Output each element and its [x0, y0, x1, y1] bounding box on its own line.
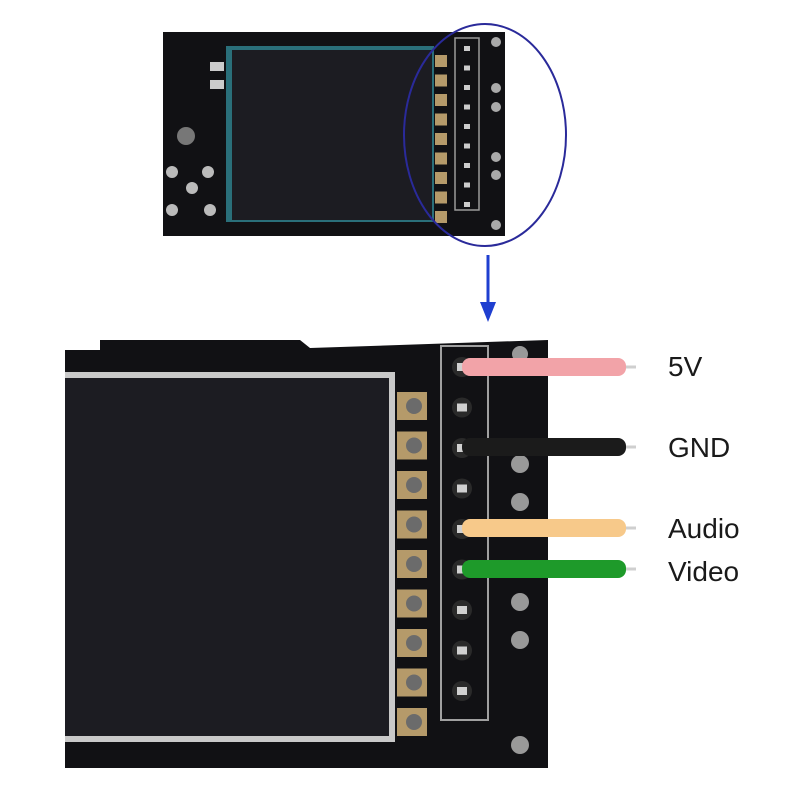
solder-pad [435, 152, 447, 165]
wire-video [462, 560, 636, 578]
solder-point [186, 182, 198, 194]
overview-screen [232, 50, 432, 220]
header-pin-tip [457, 403, 467, 412]
overview-board [163, 32, 505, 236]
label-5v: 5V [668, 351, 703, 382]
header-pin-tip [457, 606, 467, 614]
solder-point [511, 736, 529, 754]
label-audio: Audio [668, 513, 740, 544]
solder-point [166, 166, 178, 178]
solder-point [491, 37, 501, 47]
solder-pad-center [406, 516, 422, 533]
smd-component [210, 80, 224, 89]
header-pin-tip [457, 646, 467, 655]
solder-pad-center [406, 437, 422, 454]
zoomed-board [65, 340, 548, 768]
solder-pad [435, 74, 447, 87]
wire-5v [462, 358, 636, 376]
header-pin [464, 124, 470, 129]
solder-point [166, 204, 178, 216]
solder-pad [435, 94, 447, 106]
header-pin [464, 46, 470, 51]
solder-point [491, 170, 501, 180]
zoom-arrow-icon [480, 255, 496, 322]
header-pin [464, 104, 470, 110]
header-pin [464, 182, 470, 188]
zoomed-screen [65, 378, 389, 736]
solder-pad [435, 172, 447, 184]
solder-point [491, 152, 501, 162]
solder-point [204, 204, 216, 216]
header-pin [464, 85, 470, 90]
wire-audio [462, 519, 636, 537]
solder-pad-center [406, 635, 422, 651]
wire-gnd [462, 438, 636, 456]
solder-pad-center [406, 556, 422, 572]
solder-pad [435, 113, 447, 126]
solder-pad-center [406, 674, 422, 691]
solder-point [511, 455, 529, 473]
screw-icon [177, 127, 195, 145]
solder-pad [435, 133, 447, 145]
solder-pad [435, 55, 447, 67]
solder-point [491, 83, 501, 93]
highlight-ellipse [403, 23, 567, 247]
header-pin-tip [457, 484, 467, 493]
solder-pad [435, 191, 447, 204]
label-video: Video [668, 556, 739, 587]
header-pin [464, 143, 470, 149]
solder-pad-center [406, 714, 422, 730]
header-pin-tip [457, 687, 467, 695]
solder-point [511, 593, 529, 611]
smd-component [210, 62, 224, 71]
solder-pad-center [406, 477, 422, 493]
overview-pin-header [454, 37, 480, 211]
header-pin [464, 163, 470, 168]
label-gnd: GND [668, 432, 730, 463]
solder-point [511, 493, 529, 511]
solder-point [511, 631, 529, 649]
solder-pad-center [406, 595, 422, 612]
solder-point [491, 102, 501, 112]
solder-point [491, 220, 501, 230]
header-pin [464, 202, 470, 207]
header-pin [464, 65, 470, 71]
solder-pad [435, 211, 447, 223]
solder-pad-center [406, 398, 422, 414]
solder-point [202, 166, 214, 178]
